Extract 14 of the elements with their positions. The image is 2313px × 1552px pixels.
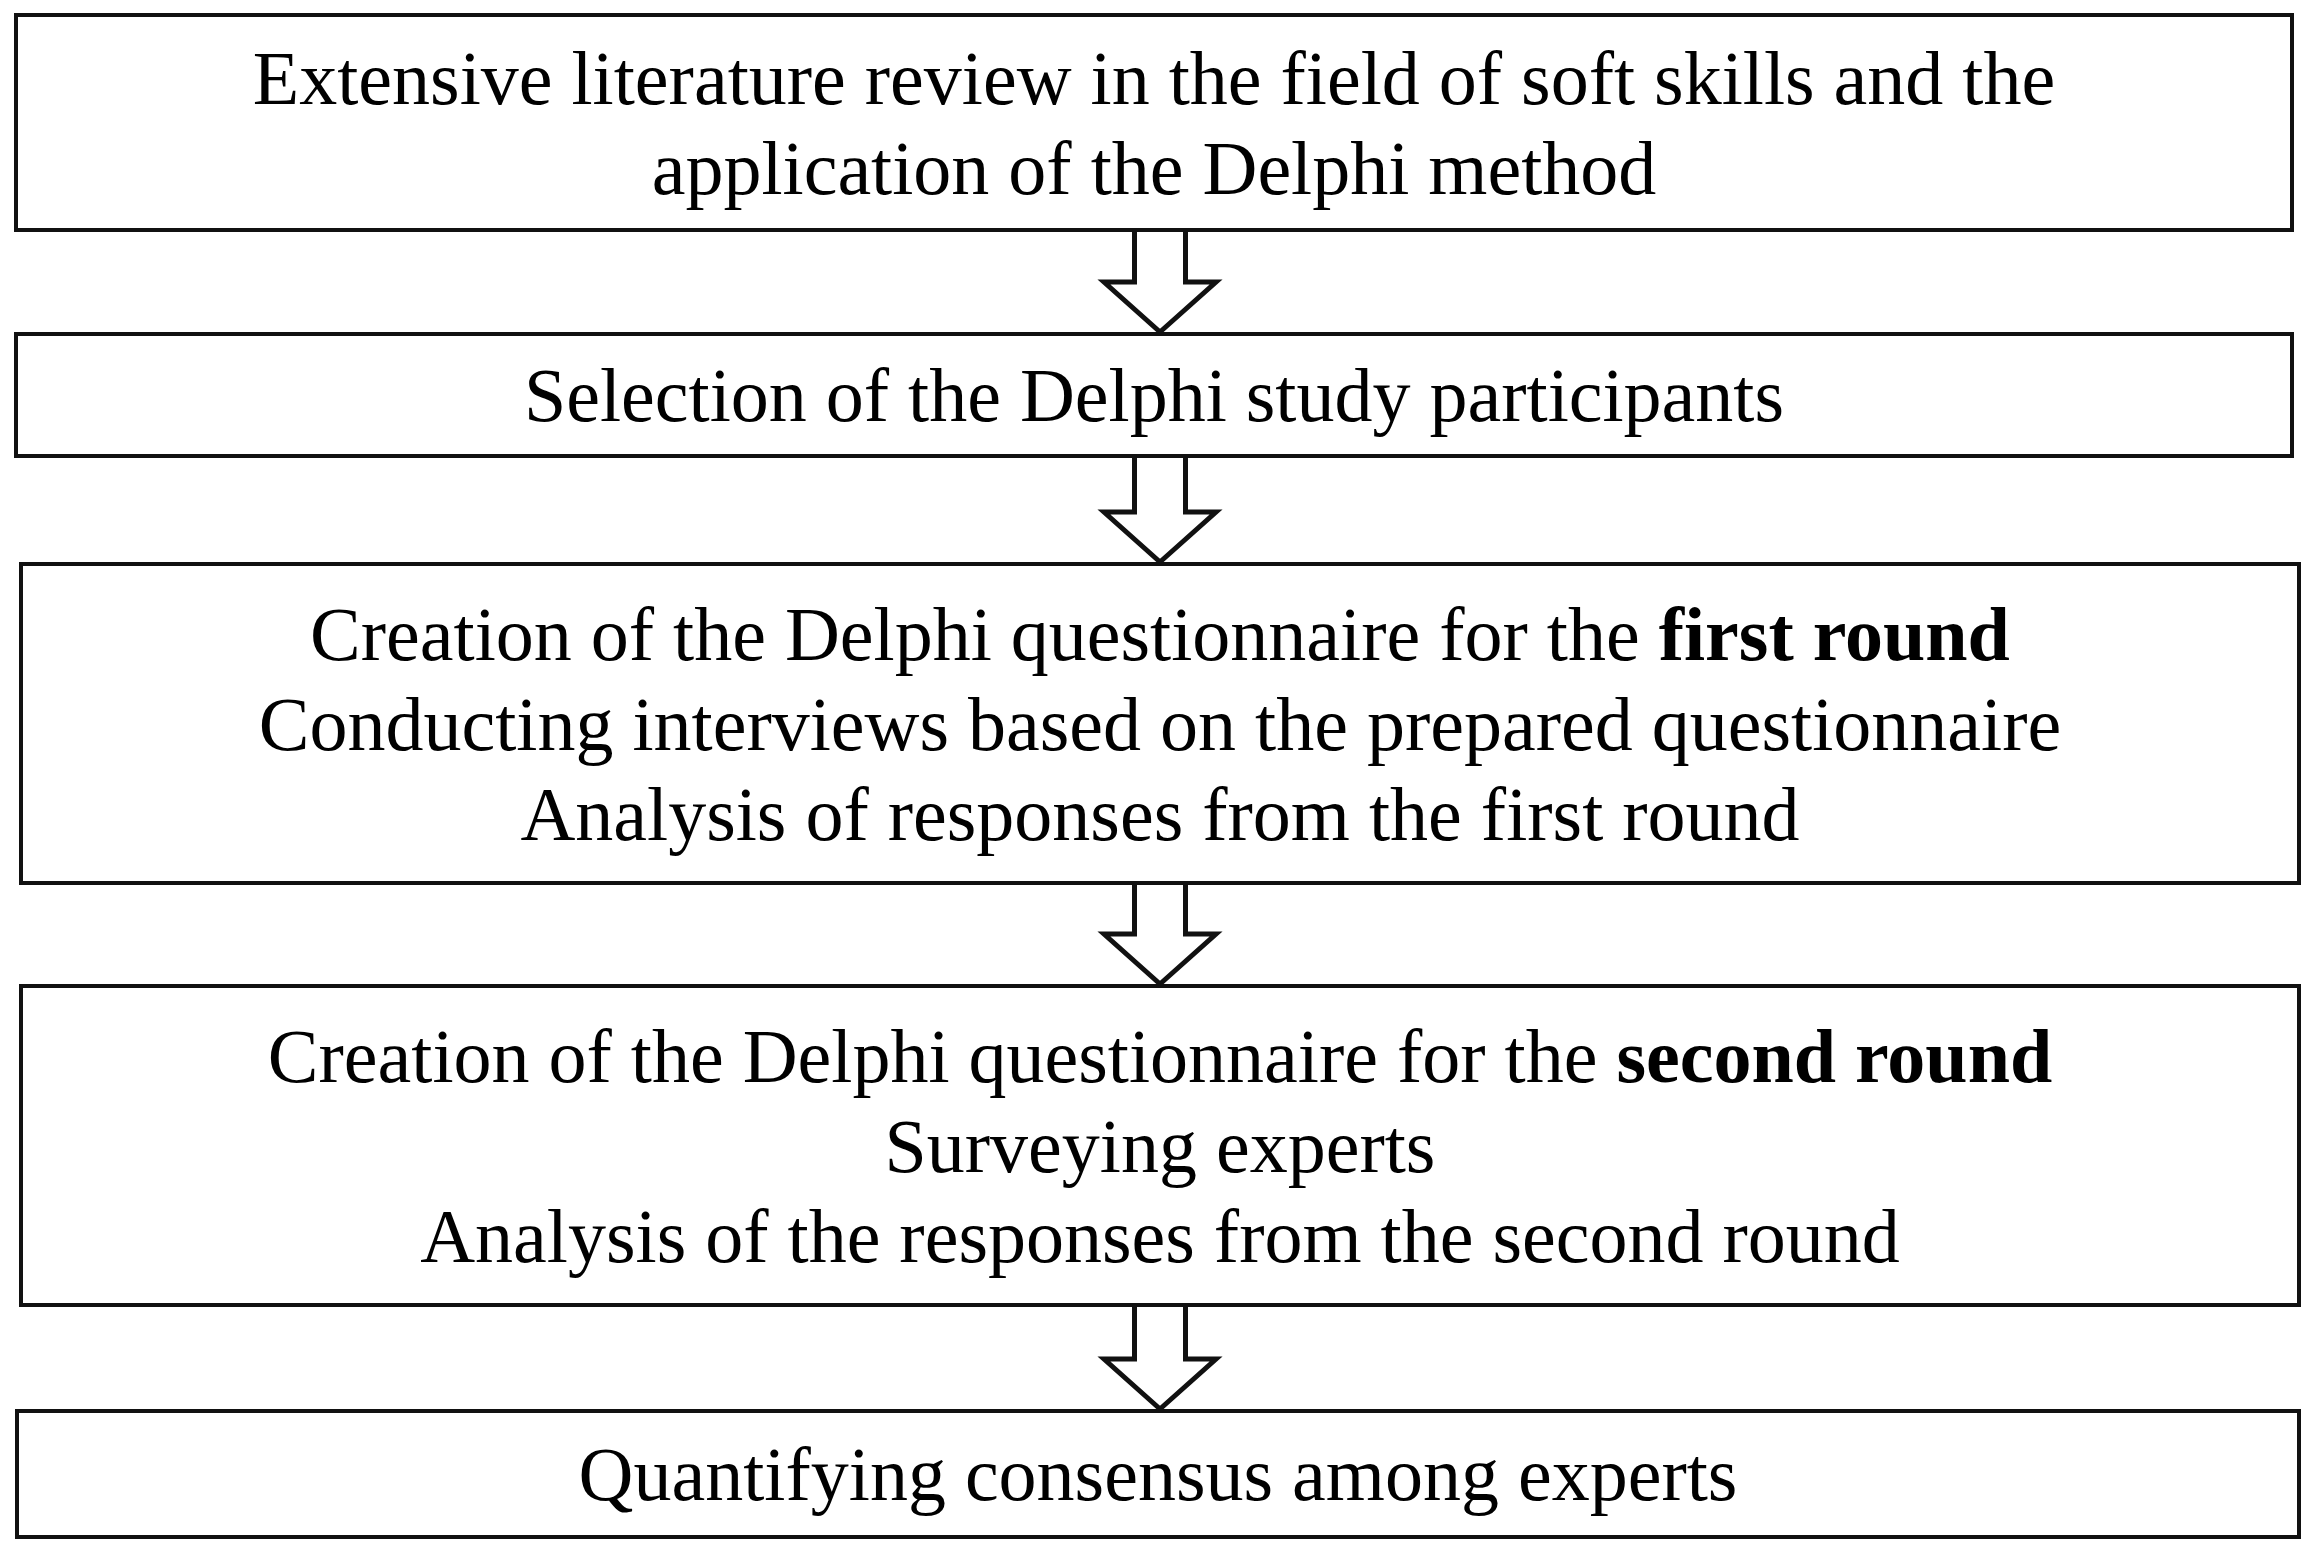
process-box [19,562,2301,885]
process-box [14,332,2294,458]
step-text: Analysis of responses from the first round [520,770,1800,858]
step-text: Selection of the Delphi study participants [523,352,1785,439]
process-box [19,984,2301,1307]
step-text: Conducting interviews based on the prepared questionnaire [258,680,2062,768]
process-box [14,13,2294,232]
step-text: Creation of the Delphi questionnaire for the first round [310,590,2010,678]
step-text: Analysis of the responses from the second round [420,1192,1900,1280]
step-text: Quantifying consensus among experts [578,1431,1738,1518]
process-box [15,1409,2301,1539]
step-text: Extensive literature review in the field of soft skills and the application of the Delphi method [251,34,2057,212]
step-text: Creation of the Delphi questionnaire for the second round [267,1012,2053,1100]
step-text: Surveying experts [884,1102,1436,1190]
